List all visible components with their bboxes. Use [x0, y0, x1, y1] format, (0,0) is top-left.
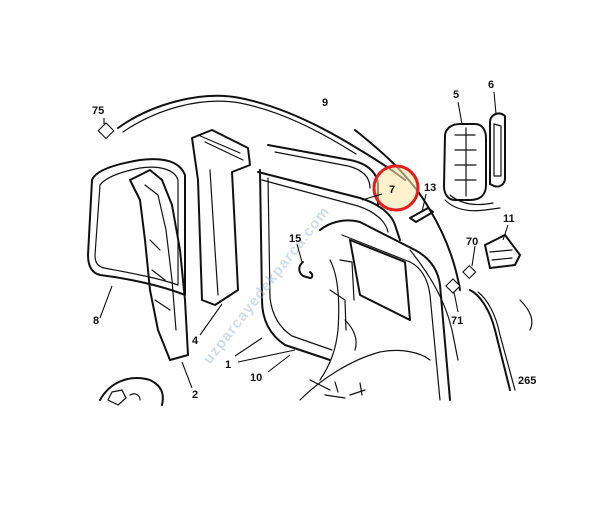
callout-15: 15	[289, 233, 301, 245]
callout-265: 265	[518, 375, 536, 387]
body-side-panel	[299, 219, 451, 401]
lamp-bracket	[444, 194, 501, 212]
callout-10: 10	[250, 372, 262, 384]
highlight-ring-7	[361, 164, 420, 212]
callout-75: 75	[92, 105, 104, 117]
callout-1: 1	[225, 359, 231, 371]
callout-11: 11	[503, 213, 515, 225]
watermark: uzparcayedekparca.com	[200, 203, 334, 367]
callout-5: 5	[453, 89, 459, 101]
door-seal-8	[87, 158, 186, 319]
trim-strip	[469, 289, 533, 391]
clip-70	[462, 245, 477, 280]
callout-13: 13	[424, 182, 436, 194]
callout-4: 4	[192, 335, 199, 347]
clip-71	[445, 278, 461, 313]
pillar-panel-2	[129, 169, 193, 389]
bracket-11	[484, 224, 521, 269]
clip-15	[296, 243, 314, 279]
seal-13	[409, 193, 434, 223]
wheel	[99, 377, 164, 406]
roof-moulding	[117, 94, 406, 181]
lamp-5	[443, 101, 487, 201]
clip-75	[97, 118, 115, 140]
callout-70: 70	[466, 236, 478, 248]
door-frame	[234, 144, 401, 373]
callout-8: 8	[93, 315, 99, 327]
callout-6: 6	[488, 79, 494, 91]
callout-7: 7	[389, 184, 395, 196]
callout-9: 9	[322, 97, 328, 109]
lamp-6	[489, 91, 506, 188]
pillar-trim-4	[191, 129, 251, 336]
callout-2: 2	[192, 389, 198, 401]
callout-71: 71	[451, 315, 463, 327]
